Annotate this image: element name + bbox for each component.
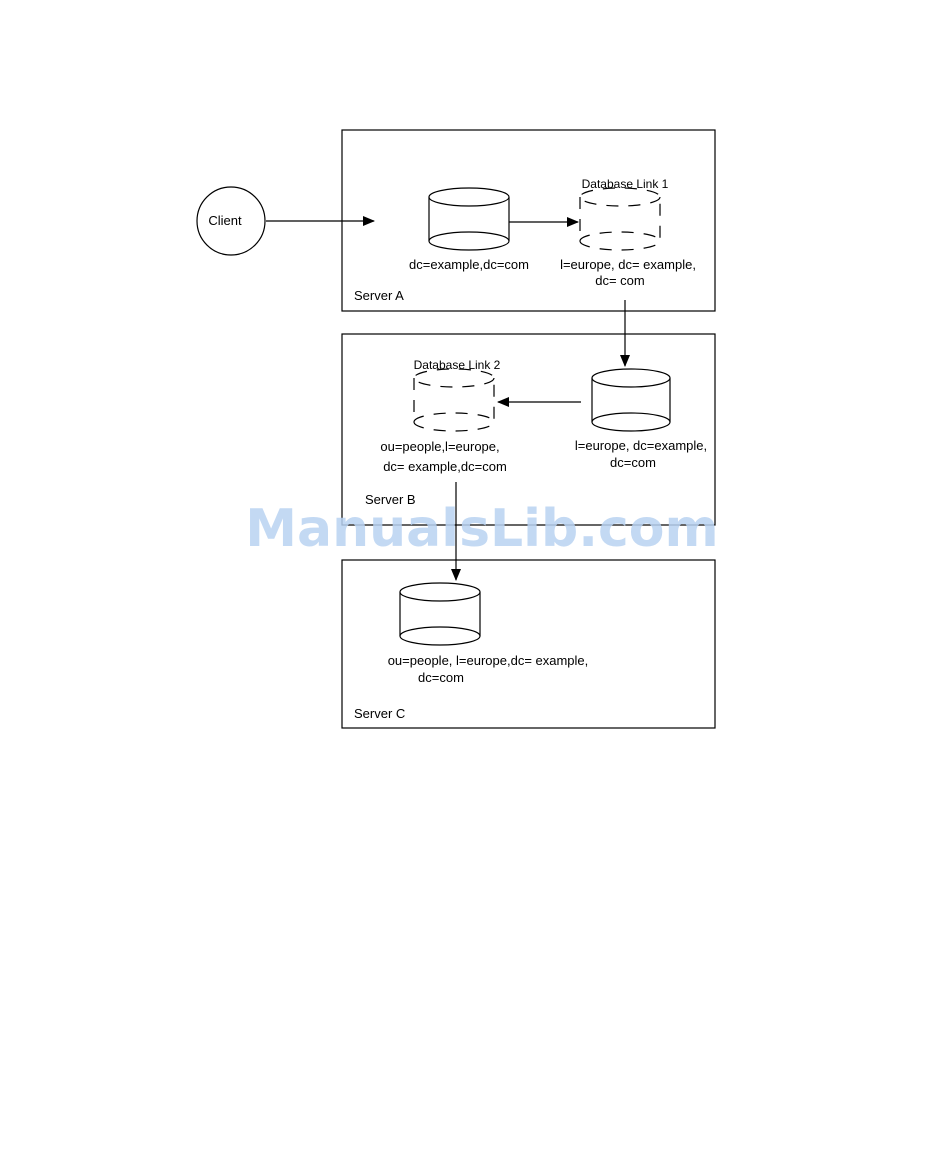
database-link-2-suffix-line2: dc= example,dc=com [383, 459, 507, 474]
server-a-label: Server A [354, 288, 404, 303]
database-link-1-title: Database Link 1 [582, 177, 669, 191]
database-link-2-cylinder [414, 369, 494, 431]
client-node: Client [197, 187, 265, 255]
database-link-1-cylinder [580, 188, 660, 250]
server-a-database [429, 188, 509, 250]
watermark: ManualsLib.com [245, 499, 718, 559]
server-c-label: Server C [354, 706, 405, 721]
server-a-box [342, 130, 715, 311]
database-link-2-title: Database Link 2 [414, 358, 501, 372]
server-a-database-suffix: dc=example,dc=com [409, 257, 529, 272]
database-link-1-suffix-line2: dc= com [595, 273, 645, 288]
server-c-database-suffix-line1: ou=people, l=europe,dc= example, [388, 653, 589, 668]
server-c-database-suffix-line2: dc=com [418, 670, 464, 685]
server-c-database [400, 583, 480, 645]
server-b-database-suffix-line1: l=europe, dc=example, [575, 438, 707, 453]
database-link-2-suffix-line1: ou=people,l=europe, [380, 439, 499, 454]
server-b-database-suffix-line2: dc=com [610, 455, 656, 470]
server-b-database [592, 369, 670, 431]
database-link-1-suffix-line1: l=europe, dc= example, [560, 257, 696, 272]
server-c-box [342, 560, 715, 728]
client-label: Client [208, 213, 242, 228]
